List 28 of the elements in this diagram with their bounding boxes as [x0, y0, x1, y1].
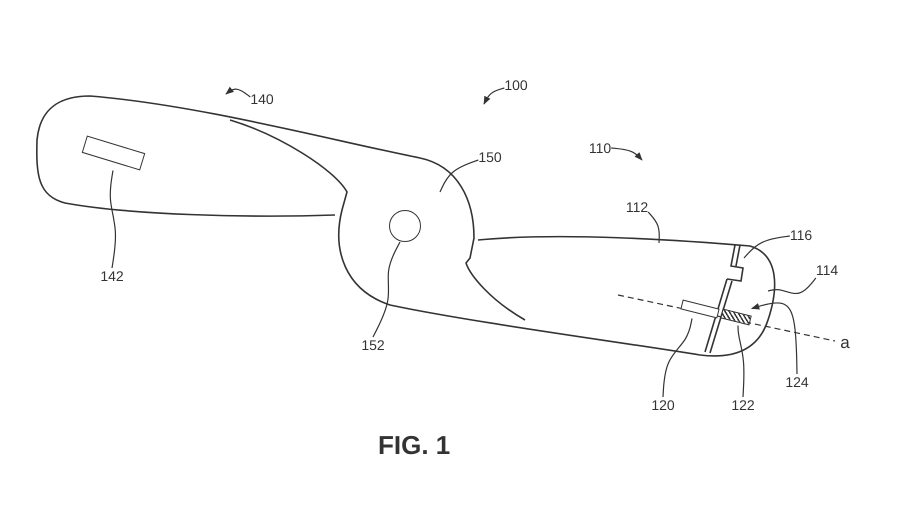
- figure-caption: FIG. 1: [378, 430, 450, 461]
- callout-number: 150: [478, 149, 502, 165]
- leader-arrow: [611, 147, 643, 161]
- callout-number: 142: [100, 268, 124, 284]
- callout-number: 100: [504, 77, 528, 93]
- leader-arrow: [483, 87, 504, 105]
- leader-arrow: [750, 302, 798, 374]
- callout-number: 116: [790, 227, 812, 243]
- leader-line: [768, 278, 816, 294]
- leader-line: [737, 325, 744, 398]
- pivot-hole: [389, 210, 421, 242]
- callout-number: 124: [785, 374, 809, 390]
- callout-number: 140: [250, 91, 274, 107]
- leader-line: [648, 212, 660, 244]
- leader-line: [372, 242, 401, 338]
- callout-number: 152: [361, 337, 385, 353]
- callout-number: 110: [588, 140, 612, 156]
- leader-line: [662, 318, 693, 398]
- callout-number: 120: [651, 397, 675, 413]
- axis-label: a: [840, 335, 850, 351]
- callout-number: 114: [816, 262, 838, 278]
- leader-line: [744, 235, 790, 258]
- callout-number: 112: [626, 199, 648, 215]
- leader-arrow: [225, 86, 251, 98]
- hatched-component: [720, 308, 752, 326]
- leader-line: [439, 159, 479, 192]
- callout-number: 122: [731, 397, 755, 413]
- leader-line: [110, 170, 116, 268]
